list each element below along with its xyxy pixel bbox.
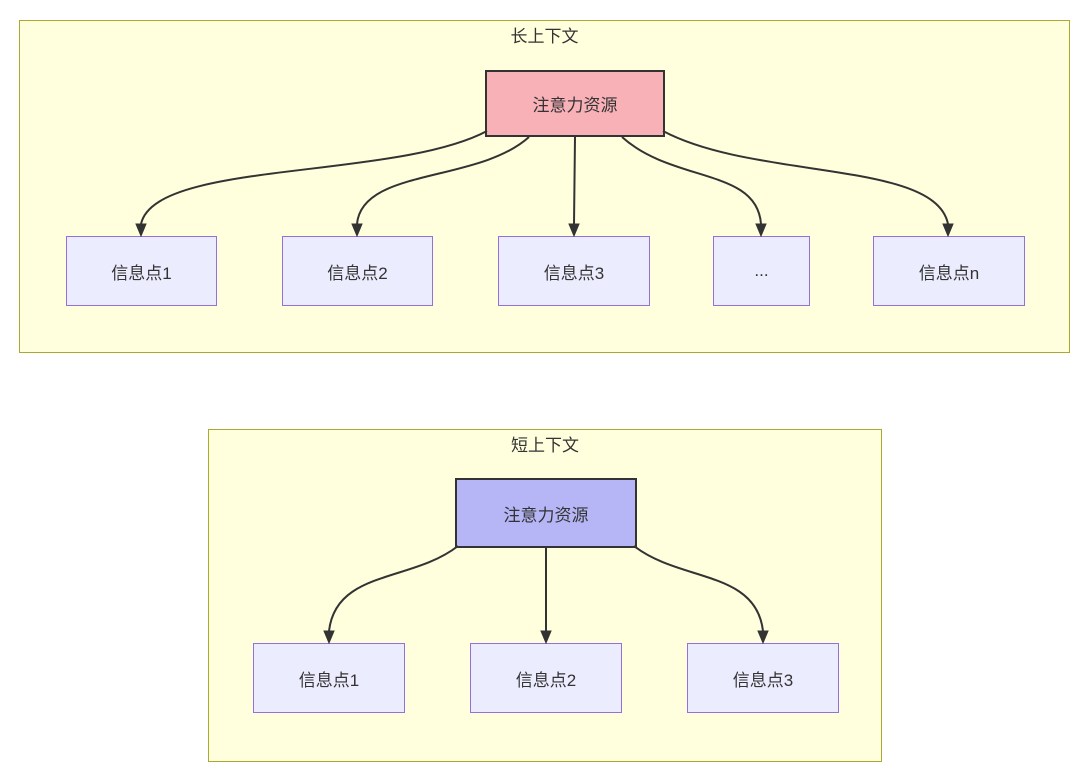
- long-info-node-n: 信息点n: [873, 236, 1025, 306]
- long-attention-node: 注意力资源: [485, 70, 665, 137]
- short-info-node-1: 信息点1: [253, 643, 405, 713]
- short-context-title: 短上下文: [511, 436, 579, 455]
- long-info-node-ellipsis: ...: [713, 236, 810, 306]
- long-info-node-3: 信息点3: [498, 236, 650, 306]
- long-context-title: 长上下文: [510, 27, 579, 46]
- short-attention-node: 注意力资源: [455, 478, 637, 548]
- long-info-node-1: 信息点1: [66, 236, 217, 306]
- short-info-node-2: 信息点2: [470, 643, 622, 713]
- short-info-node-3: 信息点3: [687, 643, 839, 713]
- long-info-node-2: 信息点2: [282, 236, 433, 306]
